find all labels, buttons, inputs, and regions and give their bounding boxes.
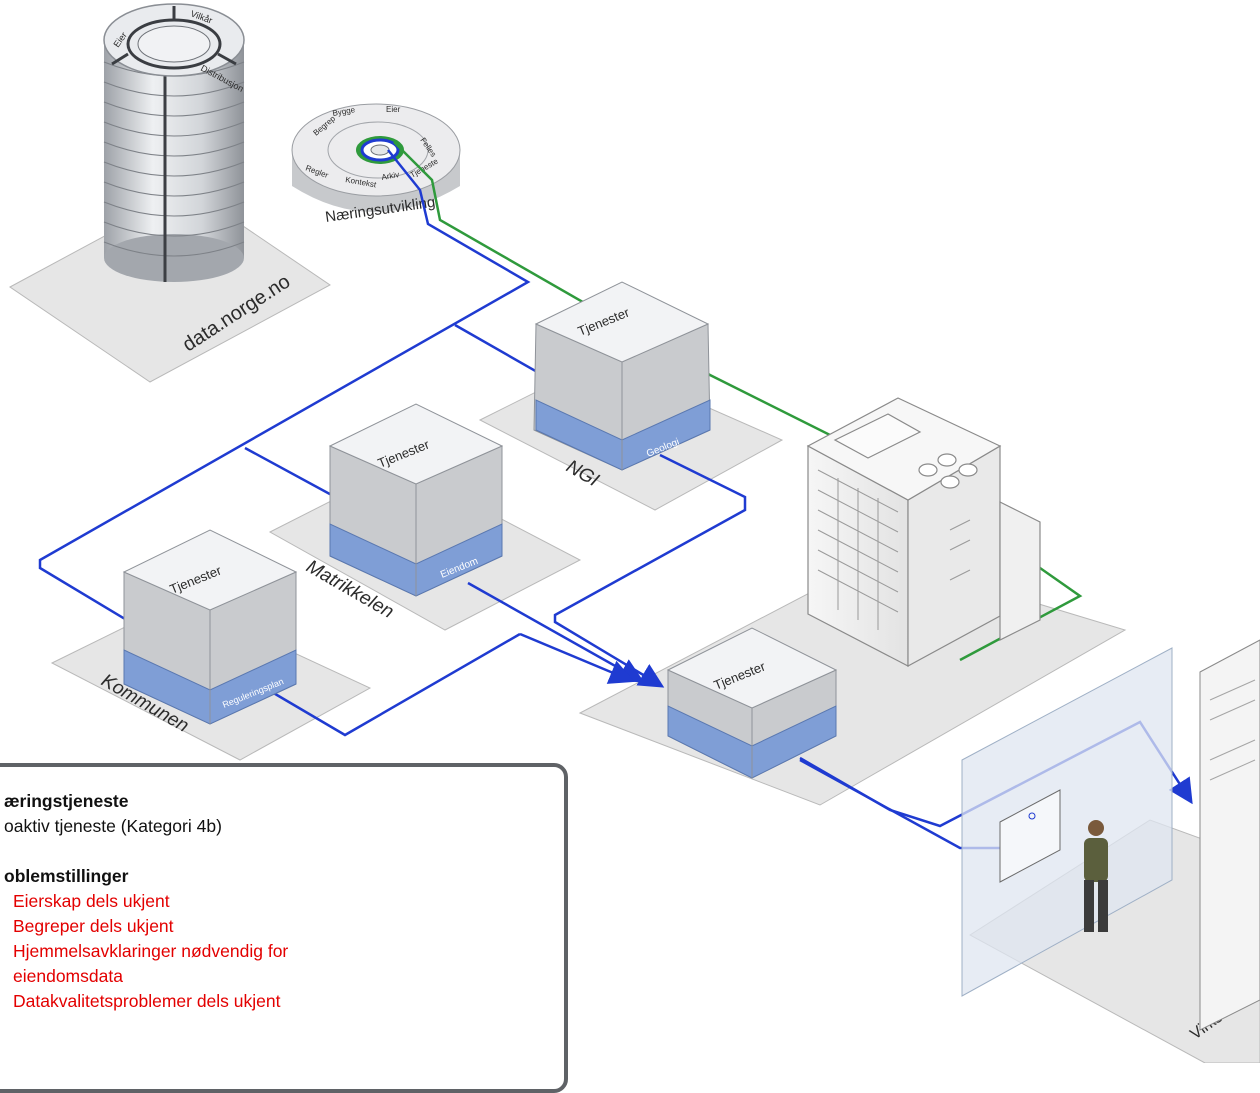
enterprise-building bbox=[1199, 639, 1260, 1031]
central-service-stack: Tjenester bbox=[666, 627, 838, 779]
kommunen-service-stack: Tjenester Reguleringsplan bbox=[122, 529, 298, 725]
database-cylinder: Vilkår Distribusjon Eier bbox=[103, 3, 245, 282]
matrikkelen-service-stack: Tjenester Eiendom bbox=[328, 403, 504, 597]
person-figure bbox=[1084, 820, 1108, 932]
glass-screen bbox=[961, 647, 1173, 997]
list-item: Datakvalitetsproblemer dels ukjent bbox=[13, 991, 281, 1011]
hub-ring-label-eier: Eier bbox=[386, 105, 401, 114]
office-building bbox=[806, 397, 1041, 668]
info-panel: æringstjeneste oaktiv tjeneste (Kategori… bbox=[0, 763, 568, 1093]
hub-disc: Bygge Eier Begrep Felles Regler Kontekst… bbox=[291, 103, 461, 226]
problems-heading: oblemstillinger bbox=[4, 866, 129, 886]
list-item: Begreper dels ukjent bbox=[13, 916, 174, 936]
hub-ring-label-arkiv: Arkiv bbox=[381, 170, 400, 182]
list-item: Eierskap dels ukjent bbox=[13, 891, 170, 911]
info-subtitle: oaktiv tjeneste (Kategori 4b) bbox=[4, 816, 222, 836]
info-heading: æringstjeneste bbox=[4, 791, 129, 811]
hub-ring-label-bygge: Bygge bbox=[332, 105, 356, 118]
list-item: Hjemmelsavklaringer nødvendig for bbox=[13, 941, 289, 961]
list-item: eiendomsdata bbox=[13, 966, 123, 986]
ngi-service-stack: Tjenester Geologi bbox=[533, 281, 711, 471]
architecture-diagram: data.norge.no NGI Matrikkelen Kommunen V… bbox=[9, 3, 1260, 1063]
problems-list: Eierskap dels ukjent Begreper dels ukjen… bbox=[4, 889, 554, 1014]
